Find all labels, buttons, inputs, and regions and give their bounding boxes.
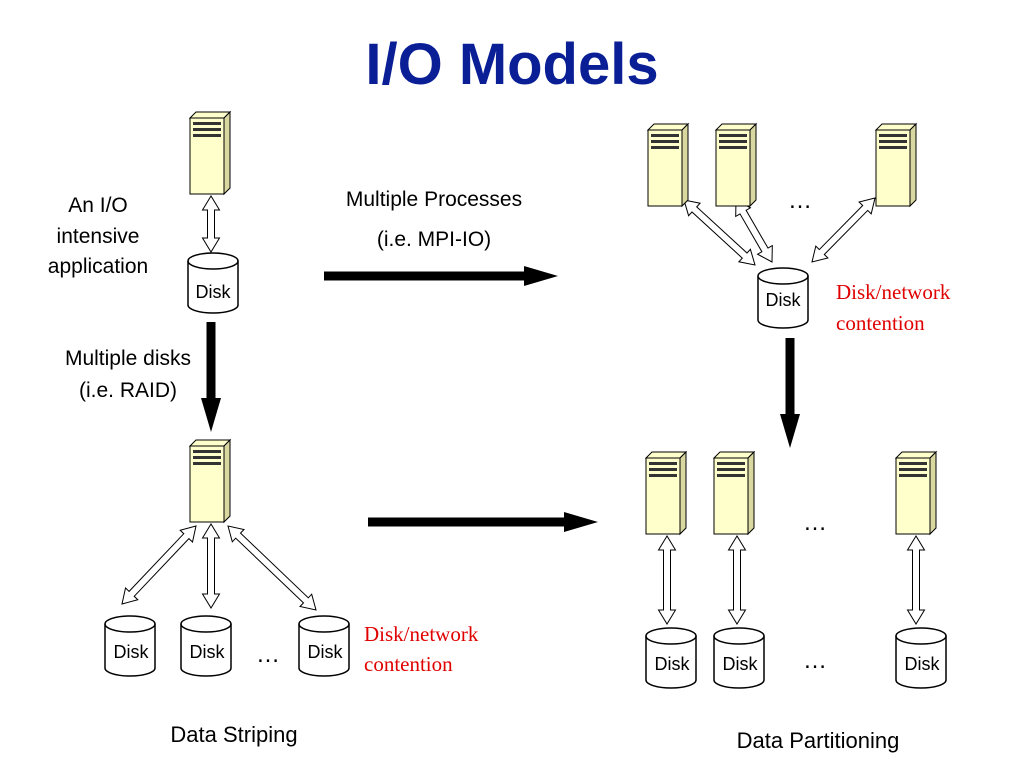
disk-label: Disk (196, 282, 232, 302)
app-label-line2: intensive (57, 225, 140, 248)
double-arrow (121, 525, 197, 605)
double-arrow (735, 199, 773, 263)
disk-label: Disk (766, 290, 802, 310)
disk-label: Disk (655, 654, 691, 674)
block-arrow (368, 512, 598, 532)
ellipsis: … (803, 647, 827, 674)
ellipsis: … (256, 641, 280, 668)
multi-process-label-line2: (i.e. MPI-IO) (377, 228, 491, 251)
disk-label: Disk (308, 642, 344, 662)
multi-disk-label-line1: Multiple disks (65, 347, 191, 370)
ellipsis: … (788, 187, 812, 214)
striping-caption: Data Striping (170, 722, 297, 747)
server-icon (895, 451, 937, 535)
double-arrow (201, 523, 221, 609)
contention-label-line2: contention (836, 311, 925, 335)
double-arrow (201, 195, 221, 253)
double-arrow (906, 535, 926, 625)
server-icon (189, 111, 231, 195)
double-arrow (227, 525, 317, 611)
disk-label: Disk (723, 654, 759, 674)
double-arrow (811, 197, 876, 263)
multi-disk-label-line2: (i.e. RAID) (79, 379, 177, 402)
ellipsis: … (803, 509, 827, 536)
block-arrow (780, 338, 800, 448)
arrows-layer (121, 195, 926, 625)
multi-process-label-line1: Multiple Processes (346, 188, 522, 211)
server-icon (715, 123, 757, 207)
disk-label: Disk (190, 642, 226, 662)
partitioning-caption: Data Partitioning (737, 728, 900, 753)
disk-label: Disk (114, 642, 150, 662)
app-label-line3: application (48, 255, 148, 278)
double-arrow (683, 199, 756, 266)
contention-label-line2: contention (364, 652, 453, 676)
block-arrow (201, 322, 221, 432)
server-icon (645, 451, 687, 535)
double-arrow (727, 535, 747, 625)
server-icon (647, 123, 689, 207)
contention-label-line1: Disk/network (836, 280, 951, 304)
app-label-line1: An I/O (68, 194, 128, 217)
disk-label: Disk (905, 654, 941, 674)
double-arrow (657, 535, 677, 625)
block-arrow (324, 266, 558, 286)
server-icon (713, 451, 755, 535)
page-title: I/O Models (365, 32, 658, 97)
server-icon (189, 439, 231, 523)
server-icon (875, 123, 917, 207)
contention-label-line1: Disk/network (364, 622, 479, 646)
